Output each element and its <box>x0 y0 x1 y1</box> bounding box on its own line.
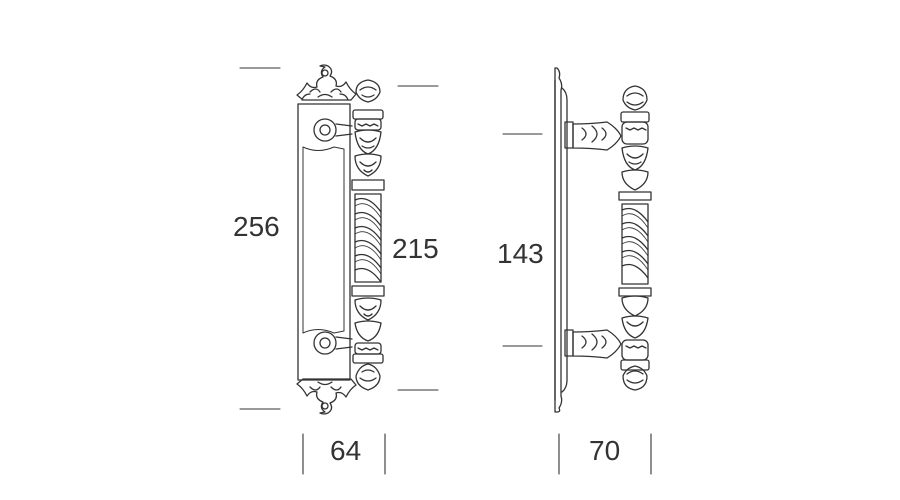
side-twisted-shaft <box>621 203 649 285</box>
side-view <box>554 67 652 413</box>
bottom-crest-ornament <box>296 378 357 415</box>
side-depth-label: 70 <box>589 435 621 466</box>
center-to-center-label: 143 <box>497 238 544 269</box>
front-view <box>296 64 385 415</box>
side-backplate <box>554 67 563 413</box>
bottom-mounting-boss <box>313 331 353 355</box>
side-bottom-standoff <box>564 329 622 359</box>
dimension-lines <box>239 67 652 475</box>
side-grip <box>618 85 652 391</box>
front-bottom-finial <box>355 363 381 391</box>
overall-height-label: 256 <box>233 211 280 242</box>
top-crest-ornament <box>296 64 357 101</box>
top-mounting-boss <box>313 118 353 142</box>
front-width-label: 64 <box>330 435 362 466</box>
front-top-finial <box>355 79 381 103</box>
backplate <box>297 103 351 381</box>
front-grip <box>351 79 385 391</box>
grip-length-label: 215 <box>392 233 439 264</box>
side-top-standoff <box>564 121 622 151</box>
backplate-panel <box>302 146 345 334</box>
